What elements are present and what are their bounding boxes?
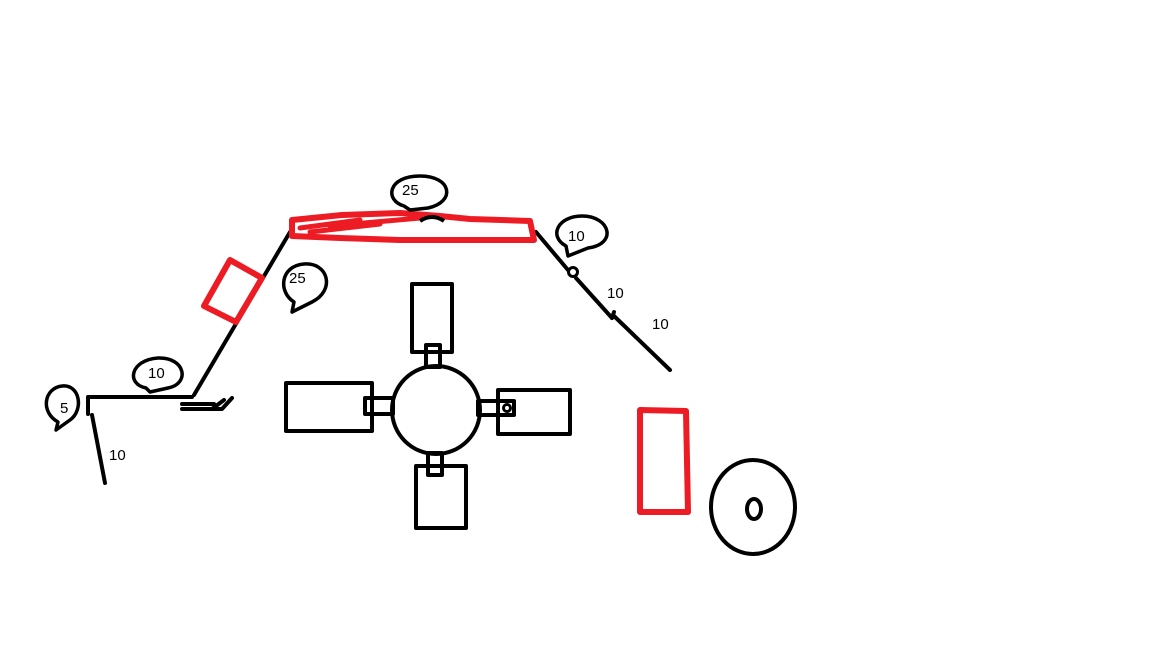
bubble-10-right bbox=[555, 214, 609, 258]
label-right-seg1-10: 10 bbox=[607, 285, 624, 302]
top-arm-box bbox=[410, 282, 454, 354]
right-red-rect bbox=[637, 407, 691, 515]
label-left-leg-10: 10 bbox=[109, 447, 126, 464]
bubble-5 bbox=[44, 384, 81, 432]
hub-assembly bbox=[284, 282, 572, 530]
wheel-outer bbox=[709, 458, 797, 556]
top-red-bar bbox=[289, 210, 537, 243]
left-horizontal-rail bbox=[86, 395, 194, 416]
right-arm-pin bbox=[502, 403, 512, 413]
hub-circle bbox=[390, 364, 482, 456]
right-decline-4 bbox=[612, 314, 672, 372]
right-arm-box bbox=[496, 388, 572, 436]
bubble-25-mid bbox=[281, 262, 329, 314]
left-arm-connector bbox=[363, 396, 395, 416]
left-end-clip-2 bbox=[180, 396, 234, 411]
label-bubble-10-right: 10 bbox=[568, 228, 585, 245]
right-decline-2 bbox=[574, 276, 614, 320]
bottom-arm-box bbox=[414, 464, 468, 530]
label-bubble-25-top: 25 bbox=[402, 182, 419, 199]
top-red-bar-scribble bbox=[297, 215, 423, 235]
bubble-10-left bbox=[131, 356, 184, 394]
top-bar-arc bbox=[418, 215, 446, 223]
top-arm-connector bbox=[424, 343, 442, 369]
label-right-seg2-10: 10 bbox=[652, 316, 669, 333]
left-arm-box bbox=[284, 381, 374, 433]
label-bubble-25-mid: 25 bbox=[289, 270, 306, 287]
bubble-25-top bbox=[390, 174, 449, 212]
track-outline bbox=[86, 230, 672, 485]
right-decline-1 bbox=[534, 230, 570, 272]
left-leg bbox=[90, 413, 107, 485]
left-red-block bbox=[201, 257, 265, 325]
right-joint-small-circle bbox=[567, 266, 579, 278]
wheel bbox=[709, 458, 797, 556]
label-bubble-5: 5 bbox=[60, 400, 68, 417]
speech-bubbles bbox=[44, 174, 609, 432]
highlighted-parts bbox=[201, 210, 691, 515]
wheel-hub bbox=[745, 497, 763, 521]
label-bubble-10-left: 10 bbox=[148, 365, 165, 382]
left-end-clip-3 bbox=[210, 398, 226, 411]
dimension-labels: 5 10 10 25 25 10 10 10 bbox=[60, 182, 669, 464]
